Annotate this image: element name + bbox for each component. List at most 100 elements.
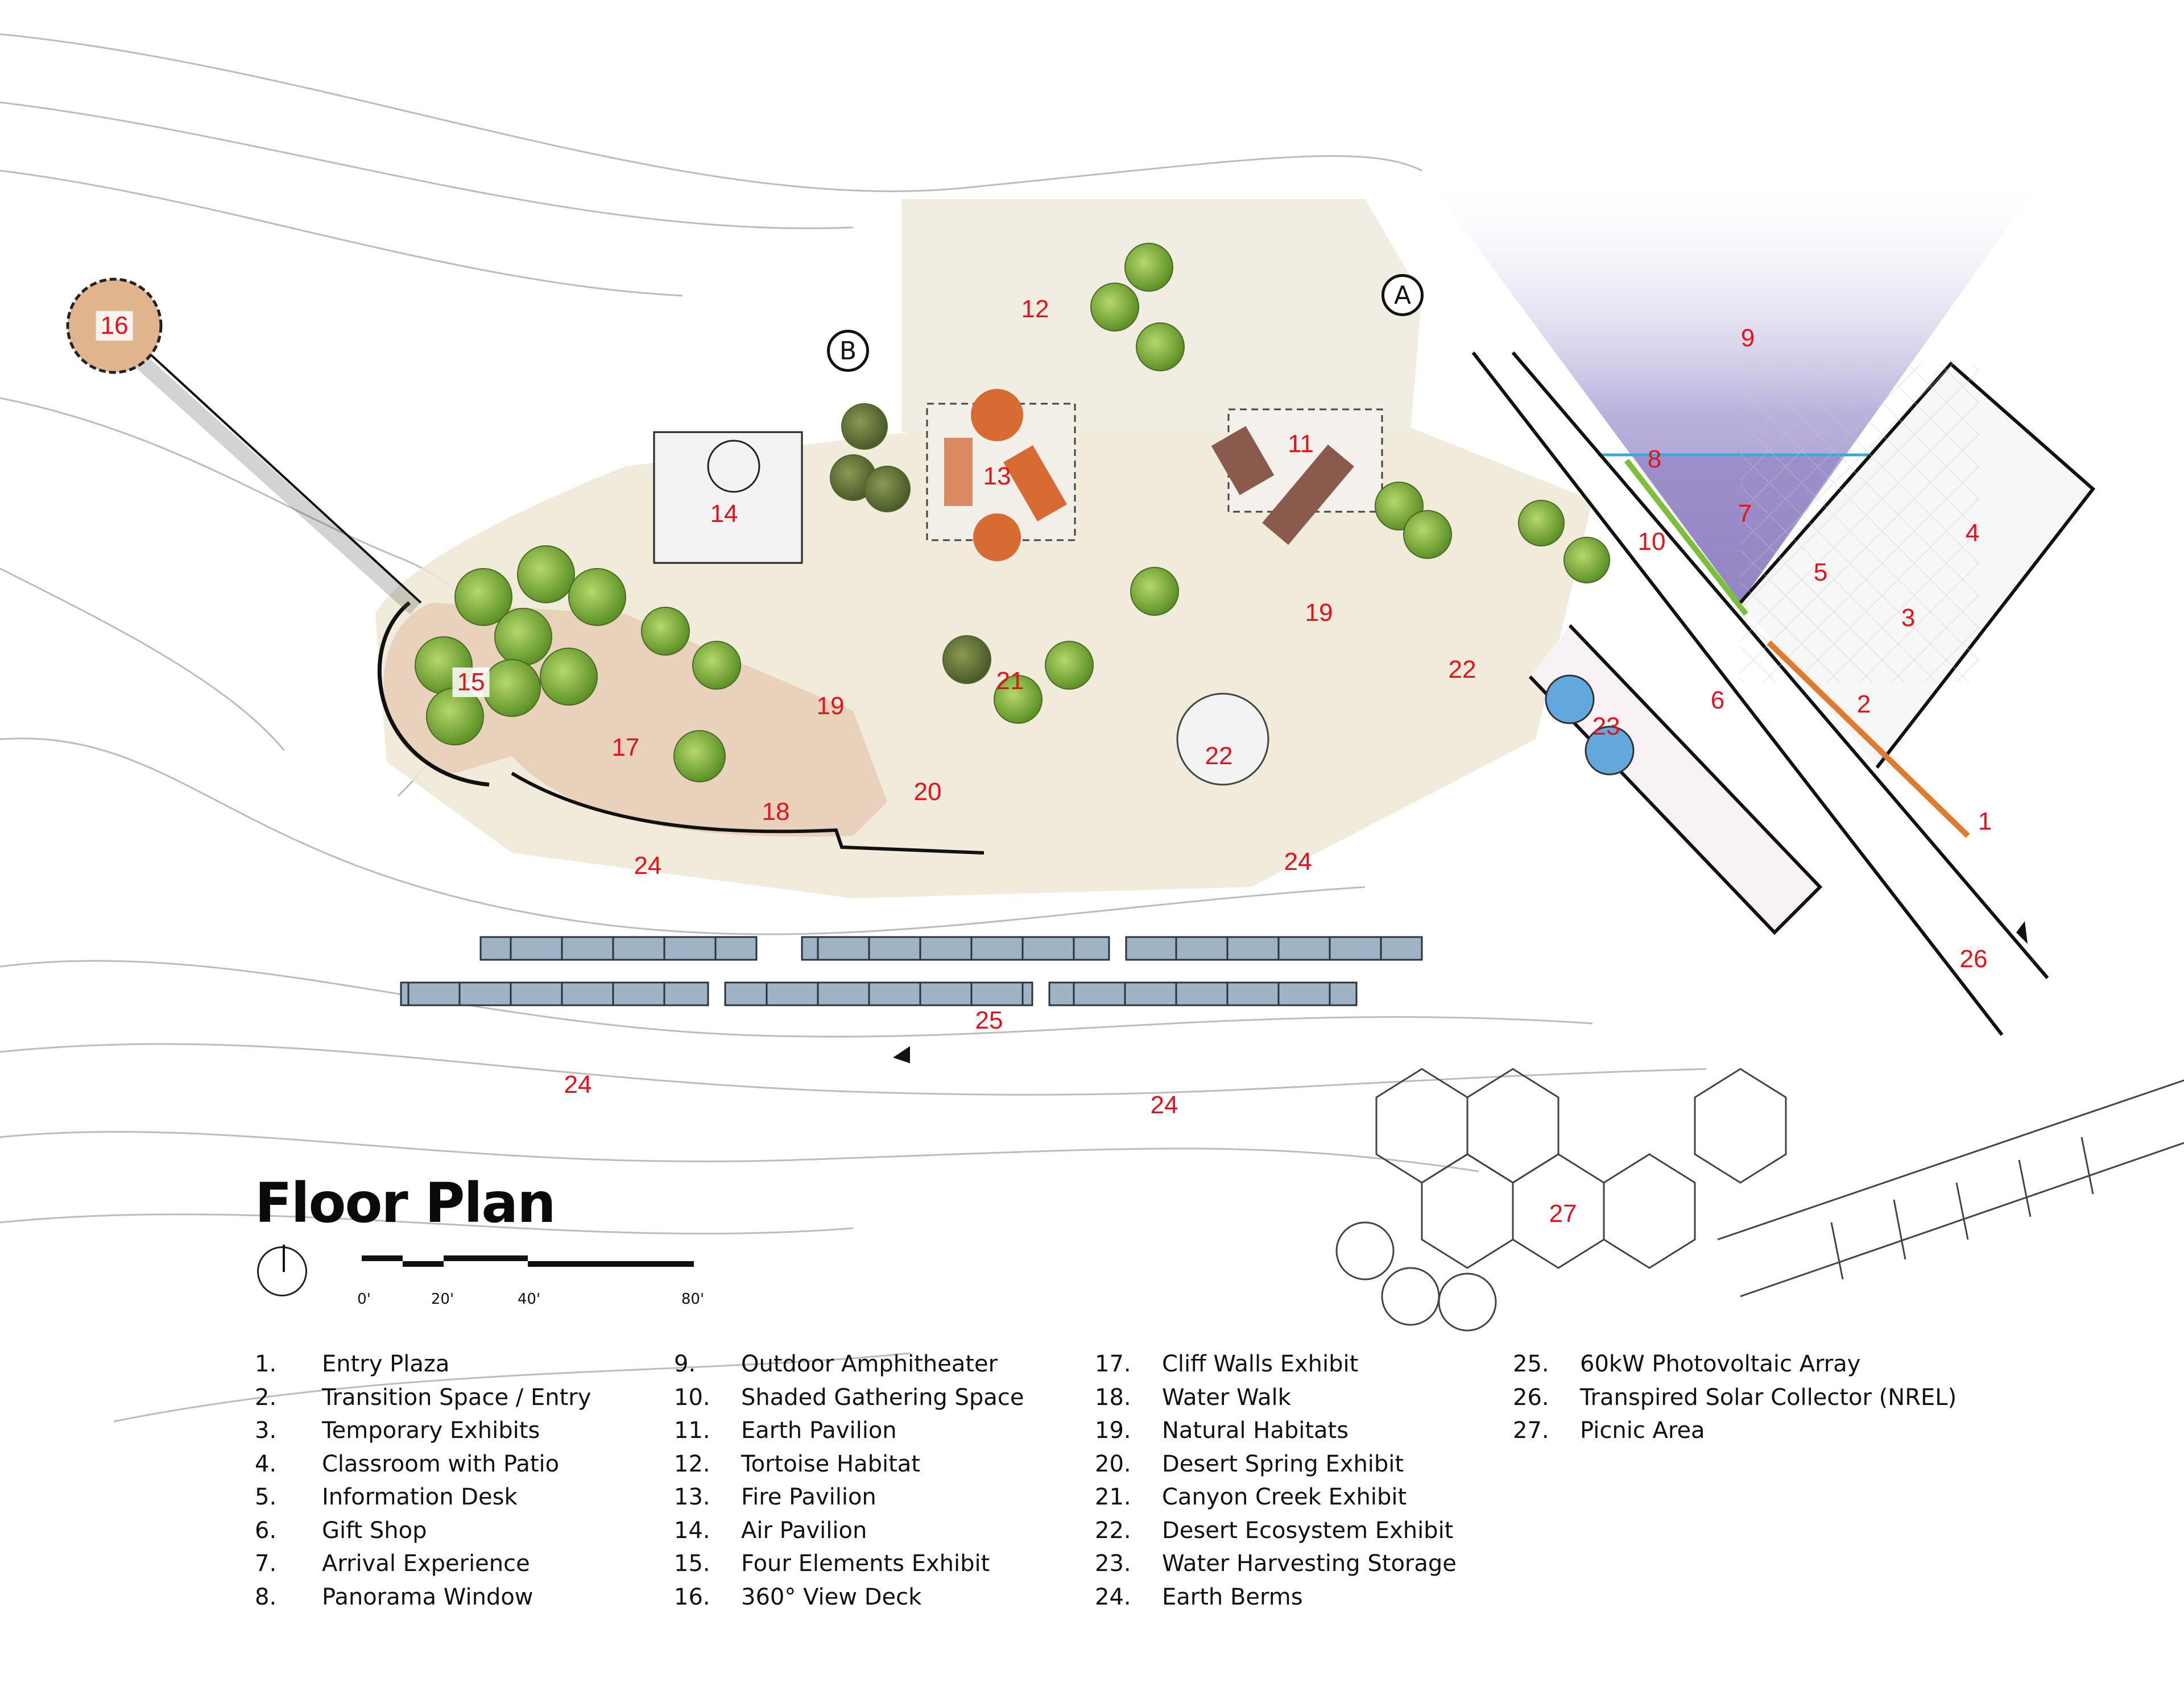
legend-item: 1.Entry Plaza xyxy=(255,1348,591,1381)
map-label: 3 xyxy=(1901,604,1916,632)
legend-label: Earth Pavilion xyxy=(741,1417,897,1444)
scale-tick: 20' xyxy=(431,1291,454,1308)
fire-pavilion xyxy=(926,389,1076,561)
legend-number: 26. xyxy=(1513,1384,1549,1411)
legend-label: Temporary Exhibits xyxy=(322,1417,540,1444)
map-label: 6 xyxy=(1710,686,1725,714)
legend-label: Panorama Window xyxy=(322,1584,533,1610)
map-label: 23 xyxy=(1592,712,1620,740)
legend-label: Water Walk xyxy=(1162,1384,1291,1411)
photovoltaic-array xyxy=(400,936,1423,1006)
section-marker-b: B xyxy=(827,330,869,372)
legend-number: 15. xyxy=(674,1551,710,1577)
map-label: 19 xyxy=(1305,599,1333,627)
legend-number: 10. xyxy=(674,1384,710,1411)
legend-item: 8. Panorama Window xyxy=(255,1581,591,1614)
legend-label: Canyon Creek Exhibit xyxy=(1162,1484,1407,1511)
legend-label: Air Pavilion xyxy=(741,1517,867,1544)
contour-lines xyxy=(0,33,1707,1423)
scale-tick: 40' xyxy=(517,1291,541,1308)
legend-item: 26.Transpired Solar Collector (NREL) xyxy=(1513,1381,1956,1415)
legend-number: 20. xyxy=(1095,1450,1131,1477)
map-label: 21 xyxy=(996,667,1024,695)
legend-number: 6. xyxy=(255,1517,277,1544)
trees xyxy=(415,243,1610,782)
legend-item: 15.Four Elements Exhibit xyxy=(674,1547,1024,1581)
legend-number: 19. xyxy=(1095,1417,1131,1444)
boardwalk xyxy=(125,346,421,615)
legend-item: 27. Picnic Area xyxy=(1513,1414,1956,1448)
legend-label: Cliff Walls Exhibit xyxy=(1162,1351,1359,1378)
map-label: 24 xyxy=(1150,1091,1178,1119)
map-label: 12 xyxy=(1021,295,1049,323)
legend-label: 360° View Deck xyxy=(741,1584,922,1610)
map-label: 10 xyxy=(1637,528,1666,556)
map-label: 9 xyxy=(1740,324,1755,352)
legend-number: 9. xyxy=(674,1351,696,1378)
legend-item: 22. Desert Ecosystem Exhibit xyxy=(1095,1514,1457,1548)
map-label: 24 xyxy=(564,1071,592,1099)
orange-accent-wall xyxy=(1767,640,1970,838)
legend-item: 4.Classroom with Patio xyxy=(255,1448,591,1481)
legend-number: 1. xyxy=(255,1351,277,1378)
legend-item: 5. Information Desk xyxy=(255,1481,591,1514)
legend-item: 6. Gift Shop xyxy=(255,1514,591,1548)
map-label: 2 xyxy=(1856,690,1871,718)
legend-label: Picnic Area xyxy=(1580,1417,1705,1444)
map-label: 16 xyxy=(96,311,133,341)
legend-label: Water Harvesting Storage xyxy=(1162,1551,1457,1577)
map-label: 27 xyxy=(1549,1200,1577,1228)
map-label: 15 xyxy=(452,668,490,697)
legend-number: 7. xyxy=(255,1551,277,1577)
air-pavilion xyxy=(653,431,803,564)
map-label: 22 xyxy=(1205,742,1233,770)
legend-label: Information Desk xyxy=(322,1484,518,1511)
legend-number: 11. xyxy=(674,1417,710,1444)
legend-number: 23. xyxy=(1095,1551,1131,1577)
parking-lot xyxy=(1717,1079,2184,1298)
legend-number: 4. xyxy=(255,1450,277,1477)
legend-item: 13.Fire Pavilion xyxy=(674,1481,1024,1514)
legend-number: 16. xyxy=(674,1584,710,1610)
legend-label: Shaded Gathering Space xyxy=(741,1384,1024,1411)
legend-label: Arrival Experience xyxy=(322,1551,530,1577)
map-label: 7 xyxy=(1738,500,1752,528)
legend-number: 14. xyxy=(674,1517,710,1544)
legend-label: Earth Berms xyxy=(1162,1584,1303,1610)
legend-number: 24. xyxy=(1095,1584,1131,1610)
legend-number: 25. xyxy=(1513,1351,1549,1378)
map-label: 24 xyxy=(1284,848,1312,876)
outdoor-amphitheater xyxy=(1433,188,2036,603)
legend-item: 20.Desert Spring Exhibit xyxy=(1095,1448,1457,1481)
legend-item: 16. 360° View Deck xyxy=(674,1581,1024,1614)
legend-number: 21. xyxy=(1095,1484,1131,1511)
legend-item: 24. Earth Berms xyxy=(1095,1581,1457,1614)
legend-item: 7. Arrival Experience xyxy=(255,1547,591,1581)
map-label: 19 xyxy=(816,692,845,720)
picnic-area xyxy=(1335,1068,1787,1332)
legend-label: Gift Shop xyxy=(322,1517,427,1544)
legend-number: 22. xyxy=(1095,1517,1131,1544)
legend-item: 3. Temporary Exhibits xyxy=(255,1414,591,1448)
map-label: 20 xyxy=(913,778,942,806)
scale-tick: 0' xyxy=(357,1291,371,1308)
legend-label: Desert Ecosystem Exhibit xyxy=(1162,1517,1454,1544)
map-label: 8 xyxy=(1647,445,1662,473)
legend-item: 17.Cliff Walls Exhibit xyxy=(1095,1348,1457,1381)
legend-item: 9.Outdoor Amphitheater xyxy=(674,1348,1024,1381)
legend-number: 3. xyxy=(255,1417,277,1444)
north-arrow-icon xyxy=(257,1245,307,1296)
map-label: 24 xyxy=(634,852,662,880)
legend-item: 10. Shaded Gathering Space xyxy=(674,1381,1024,1415)
legend-number: 5. xyxy=(255,1484,277,1511)
legend-item: 14. Air Pavilion xyxy=(674,1514,1024,1548)
legend-label: Fire Pavilion xyxy=(741,1484,876,1511)
legend-number: 27. xyxy=(1513,1417,1549,1444)
earth-pavilion xyxy=(1211,408,1383,545)
tortoise-habitat-area xyxy=(901,199,1422,432)
map-label: 1 xyxy=(1978,807,1992,835)
legend-number: 8. xyxy=(255,1584,277,1610)
